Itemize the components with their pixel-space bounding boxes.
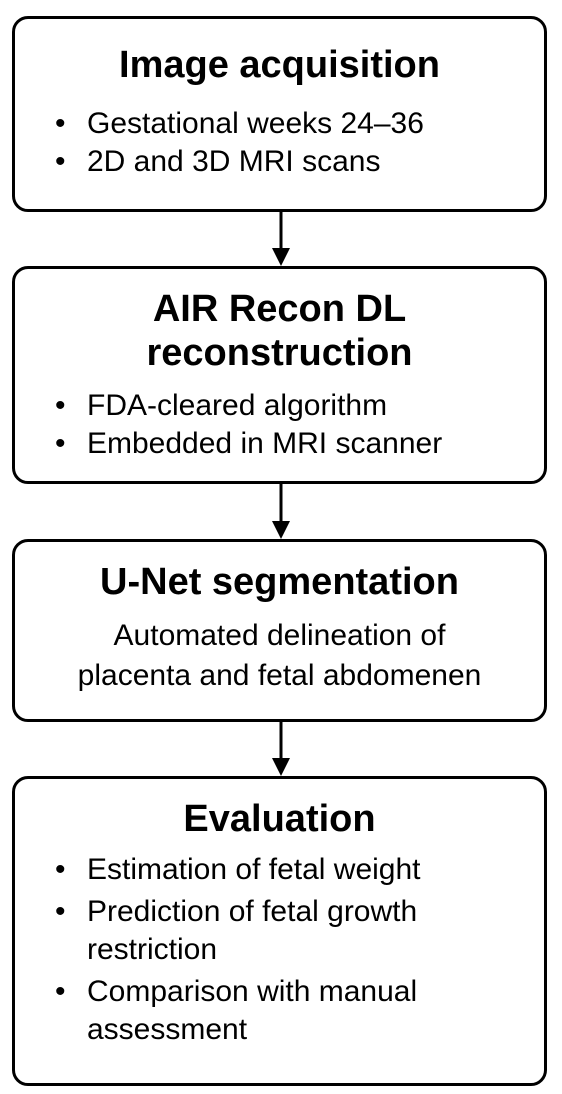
bullet-icon: • [55,107,66,140]
list-item: • Gestational weeks 24–36 [15,105,544,143]
down-arrow-icon [272,722,290,776]
list-item-text: Comparison with manual [87,975,418,1008]
list-item: • 2D and 3D MRI scans [15,143,544,181]
step-title: Evaluation [183,798,376,840]
step-description-line: placenta and fetal abdomenen [77,659,482,692]
list-item: • Comparison with manual assessment [15,973,544,1049]
step-box-evaluation: Evaluation • Estimation of fetal weight … [12,776,547,1086]
step-title: Image acquisition [119,44,440,86]
list-item: • FDA-cleared algorithm [15,387,544,425]
step-title-line: AIR Recon DL [152,288,407,330]
list-item: • Embedded in MRI scanner [15,425,544,463]
list-item-text: Embedded in MRI scanner [87,427,443,460]
step-bullet-list: • Gestational weeks 24–36 • 2D and 3D MR… [15,105,544,181]
list-item: • Estimation of fetal weight [15,851,544,889]
list-item-text: FDA-cleared algorithm [87,389,388,422]
list-item-text: 2D and 3D MRI scans [87,145,381,178]
down-arrow-icon [272,212,290,266]
list-item-text: assessment [87,1013,248,1046]
bullet-icon: • [55,427,66,460]
step-description-line: Automated delineation of [113,619,446,652]
step-title: AIR Recon DL reconstruction [15,287,544,375]
step-title-line: reconstruction [146,332,413,374]
list-item: • Prediction of fetal growth restriction [15,893,544,969]
step-bullet-list: • FDA-cleared algorithm • Embedded in MR… [15,387,544,463]
down-arrow-icon [272,484,290,539]
list-item-text: Gestational weeks 24–36 [87,107,424,140]
bullet-icon: • [55,975,66,1008]
step-title: U-Net segmentation [100,561,459,603]
step-box-image-acquisition: Image acquisition • Gestational weeks 24… [12,16,547,212]
bullet-icon: • [55,853,66,886]
bullet-icon: • [55,389,66,422]
bullet-icon: • [55,895,66,928]
list-item-text: restriction [87,933,218,966]
step-box-segmentation: U-Net segmentation Automated delineation… [12,539,547,722]
list-item-text: Estimation of fetal weight [87,853,421,886]
bullet-icon: • [55,145,66,178]
list-item-text: Prediction of fetal growth [87,895,418,928]
step-description: Automated delineation of placenta and fe… [15,616,544,696]
step-box-reconstruction: AIR Recon DL reconstruction • FDA-cleare… [12,266,547,484]
step-bullet-list: • Estimation of fetal weight • Predictio… [15,851,544,1049]
